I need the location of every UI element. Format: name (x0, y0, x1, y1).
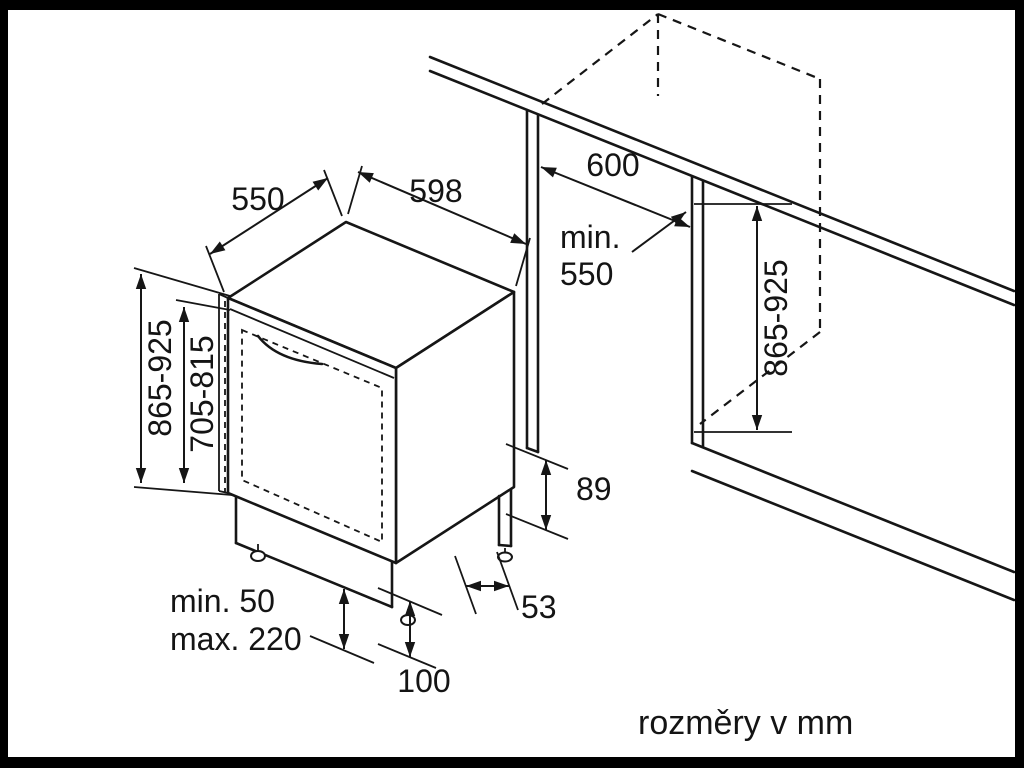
dim-niche-600: 600 (540, 147, 691, 228)
dim-label-niche-width: 600 (586, 147, 639, 183)
dim-label-niche-depth-min: min. (560, 219, 620, 255)
dim-label-depth-top: 550 (231, 181, 284, 217)
dim-niche-depth-min550: min. 550 (560, 211, 687, 292)
dim-label-base-height: 89 (576, 471, 612, 507)
dim-base-clearance: min. 50 max. 220 (170, 572, 375, 664)
units-note: rozměry v mm (638, 704, 853, 742)
dim-appliance-height: 865-925 (133, 267, 233, 496)
dim-base-depth-100: 100 (377, 587, 451, 699)
dim-width-598: 598 (347, 165, 531, 287)
dim-depth-550: 550 (205, 169, 343, 293)
dim-door-height: 705-815 (175, 299, 231, 483)
niche-dashed-volume (541, 12, 822, 425)
dim-base-89: 89 (505, 443, 612, 540)
dim-label-clearance-min: min. 50 (170, 583, 275, 619)
dim-niche-height: 865-925 (694, 203, 794, 433)
door-handle (256, 334, 324, 366)
dim-label-niche-depth-value: 550 (560, 256, 613, 292)
dim-label-appliance-height: 865-925 (142, 319, 178, 436)
dim-side-offset-53: 53 (454, 551, 557, 625)
dim-label-niche-height: 865-925 (758, 259, 794, 376)
dim-label-base-depth: 100 (397, 663, 450, 699)
dim-label-clearance-max: max. 220 (170, 621, 302, 657)
dishwasher (218, 220, 516, 626)
niche-left-wall (525, 108, 540, 454)
right-cabinet (690, 175, 1016, 602)
dim-label-width-top: 598 (409, 173, 462, 209)
dim-label-door-height: 705-815 (184, 335, 220, 452)
rear-leg (497, 487, 513, 548)
door-panel-outline (241, 328, 383, 544)
dishwasher-front-face (226, 296, 398, 565)
dim-label-side-offset: 53 (521, 589, 557, 625)
